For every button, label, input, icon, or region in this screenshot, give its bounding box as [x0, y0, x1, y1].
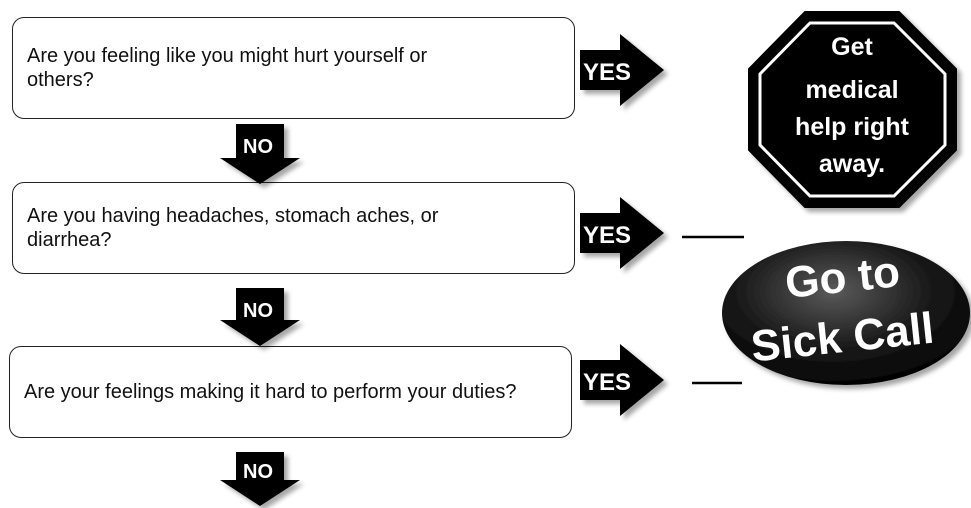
question-1-text: Are you feeling like you might hurt your…	[27, 45, 428, 91]
sick-call-badge: Go to Sick Call	[722, 241, 970, 385]
no-arrow-2: NO	[220, 288, 300, 346]
no-label-1: NO	[243, 136, 273, 158]
question-3-text: Are your feelings making it hard to perf…	[24, 381, 517, 403]
arrow-right-icon	[580, 34, 664, 106]
stop-sign: Get medical help right away.	[748, 11, 957, 208]
question-box-2: Are you having headaches, stomach aches,…	[12, 182, 575, 274]
no-arrow-1: NO	[220, 124, 300, 184]
sick-call-line-1: Go to	[783, 247, 902, 308]
yes-label-3: YES	[583, 369, 631, 396]
stop-sign-icon	[748, 11, 957, 208]
sick-call-oval	[722, 241, 970, 385]
arrow-right-icon	[580, 344, 664, 416]
stop-line-2: medical	[805, 76, 898, 104]
question-box-3: Are your feelings making it hard to perf…	[9, 346, 572, 438]
no-arrow-3: NO	[220, 452, 300, 506]
yes-arrow-1: YES	[580, 34, 664, 106]
yes-label-2: YES	[583, 222, 631, 249]
question-box-1: Are you feeling like you might hurt your…	[12, 17, 575, 119]
yes-arrow-2: YES	[580, 197, 664, 269]
stop-line-1: Get	[831, 33, 873, 61]
stop-line-4: away.	[819, 150, 885, 178]
question-2-text: Are you having headaches, stomach aches,…	[27, 205, 439, 251]
arrow-down-icon	[220, 288, 300, 346]
arrow-down-icon	[220, 452, 300, 506]
arrow-down-icon	[220, 124, 300, 184]
yes-arrow-3: YES	[580, 344, 664, 416]
no-label-3: NO	[243, 461, 273, 483]
no-label-2: NO	[243, 300, 273, 322]
arrow-right-icon	[580, 197, 664, 269]
stop-line-3: help right	[795, 113, 910, 141]
yes-label-1: YES	[583, 59, 631, 86]
